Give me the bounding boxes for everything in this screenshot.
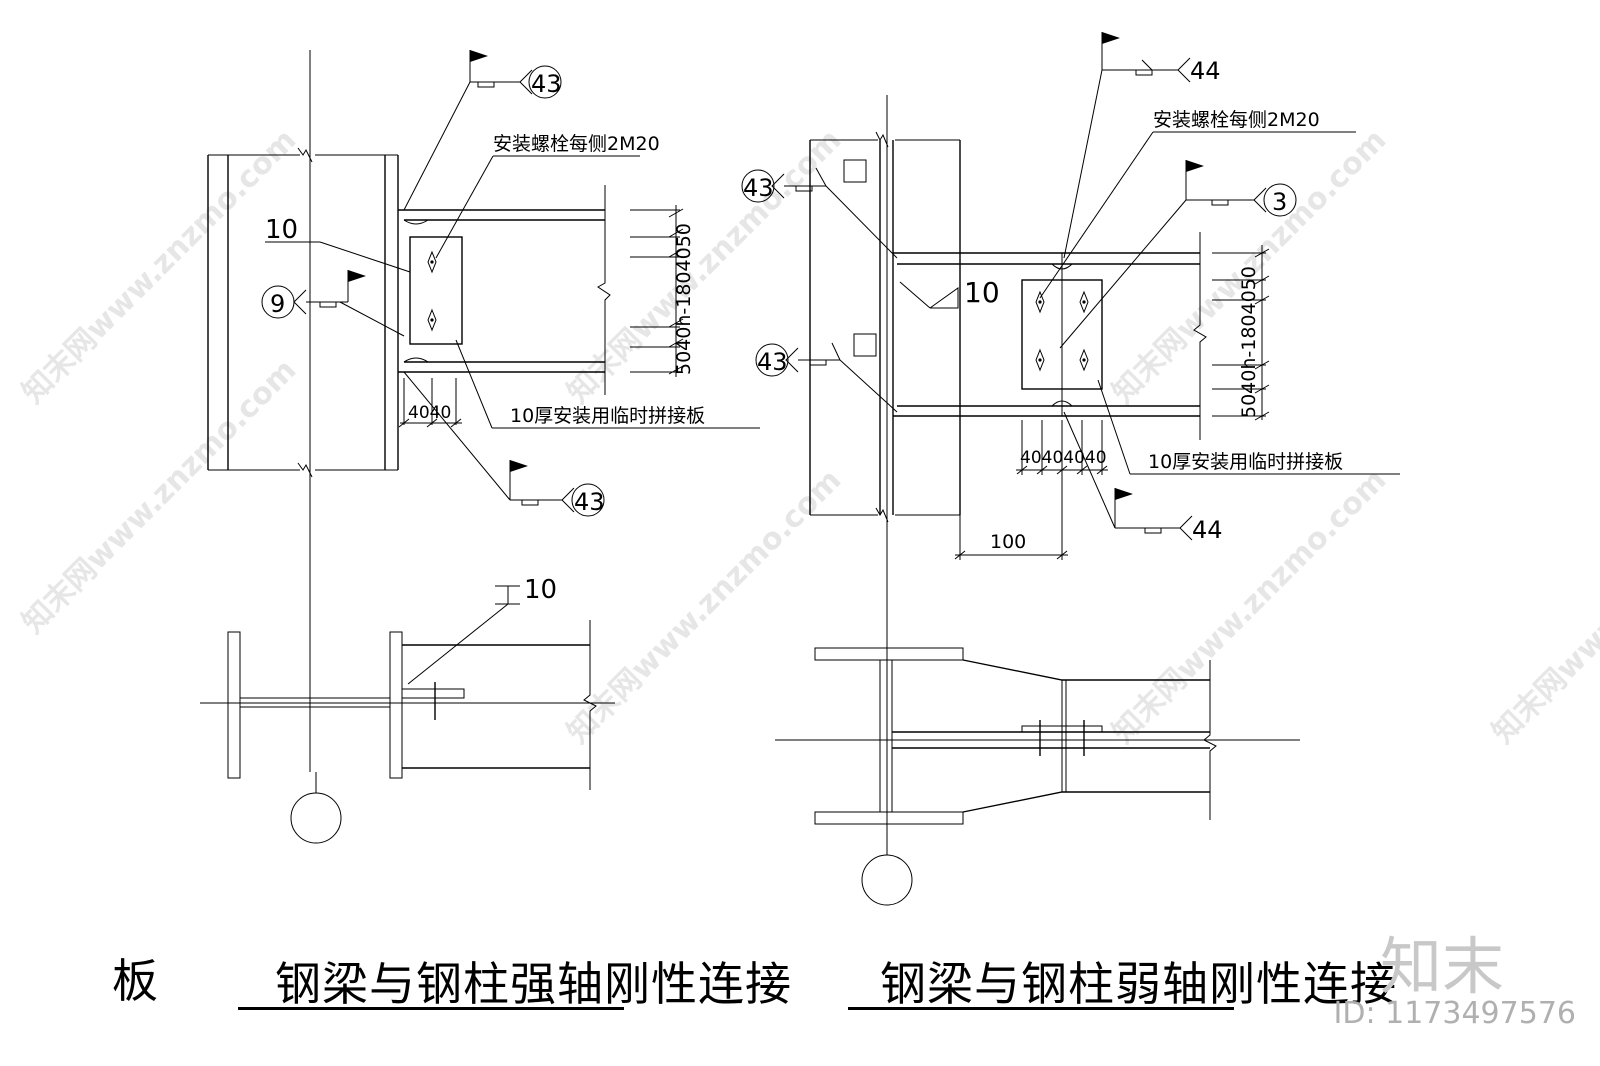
weld-symbol-43-right-mid: 43 [755,333,898,413]
bolt-icon [427,250,437,274]
bolt-note: 安装螺栓每侧2M20 [1153,109,1320,131]
weld-symbol-3: 3 [1059,160,1297,349]
bolt-note: 安装螺栓每侧2M20 [493,133,660,155]
dimension-100: 100 [990,531,1026,553]
horizontal-dimension: 40404040 [1020,448,1107,468]
strong-axis-plan: 10 [200,575,615,844]
weld-symbol-43-top: 43 [403,50,562,211]
svg-text:44: 44 [1190,57,1221,85]
underline-strong-axis [238,1007,624,1010]
plate-note: 10厚安装用临时拼接板 [1148,451,1343,473]
weld-label-10: 10 [265,215,298,245]
weld-symbol-43-bottom: 43 [403,371,605,517]
svg-text:44: 44 [1192,516,1223,544]
underline-weak-axis [848,1007,1234,1010]
weld-symbol-9: 9 [261,270,405,337]
svg-text:10: 10 [964,276,1000,309]
svg-text:3: 3 [1272,188,1287,216]
bolt-icon [1035,348,1045,372]
svg-text:43: 43 [743,174,774,202]
svg-text:9: 9 [270,290,285,318]
weld-symbol-44-bottom: 44 [1063,411,1223,544]
weak-axis-plan [775,647,1300,906]
horizontal-dimension: 4040 [408,403,451,423]
bolt-icon [1079,348,1089,372]
strong-axis-elevation: 5040h-1804050 4040 43 安装螺栓每侧2M20 10 [207,50,760,772]
svg-text:43: 43 [757,348,788,376]
svg-text:43: 43 [574,488,605,516]
title-strong-axis: 钢梁与钢柱强轴刚性连接 [275,957,792,1011]
bolt-icon [1079,290,1089,314]
title-fragment: 板 [112,954,159,1008]
weld-symbol-43-right-top: 43 [741,159,898,259]
bolt-icon [1035,290,1045,314]
weld-symbol-44-top: 44 [1063,32,1221,259]
svg-text:43: 43 [531,70,562,98]
svg-text:10: 10 [524,575,557,605]
plate-note: 10厚安装用临时拼接板 [510,405,705,427]
vertical-dimension: 5040h-1804050 [673,223,695,375]
bolt-icon [427,308,437,332]
title-weak-axis: 钢梁与钢柱弱轴刚性连接 [880,957,1397,1011]
brand-logo: 知末 [1379,930,1504,1003]
image-id: ID: 1173497576 [1333,996,1576,1031]
weak-axis-elevation: 5040h-1804050 40404040 100 44 [741,32,1400,842]
weld-symbol-10-right: 10 [899,276,1000,309]
vertical-dimension: 5040h-1804050 [1238,266,1260,418]
